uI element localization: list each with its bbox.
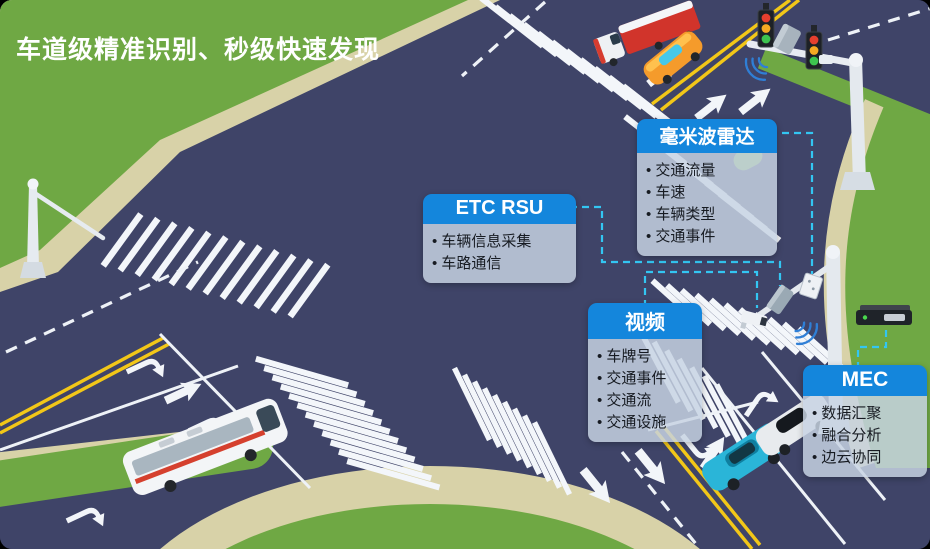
callout-item: 交通设施 (597, 412, 696, 434)
callout-mmwave-radar-list: 交通流量 车速 车辆类型 交通事件 (646, 160, 771, 248)
camera-icon (819, 55, 833, 64)
callout-item: 车速 (646, 182, 771, 204)
crosswalk-south (255, 355, 441, 491)
callout-item: 交通流量 (646, 160, 771, 182)
callout-item: 数据汇聚 (812, 403, 921, 425)
callout-item: 边云协同 (812, 447, 921, 469)
crosswalk-west (100, 212, 331, 319)
connector-mec (856, 330, 888, 369)
left-mast-pole (20, 178, 106, 278)
callout-mec-list: 数据汇聚 融合分析 边云协同 (812, 403, 921, 469)
connector-radar (770, 131, 814, 274)
traffic-light-icon (757, 2, 775, 48)
connector-etc-rsu (570, 205, 782, 286)
sports-car (643, 31, 703, 85)
crosswalks (100, 0, 844, 496)
callout-connectors (570, 131, 888, 369)
crosswalk-north (479, 0, 687, 137)
callout-mmwave-radar: 毫米波雷达 交通流量 车速 车辆类型 交通事件 (637, 119, 777, 256)
callout-etc-rsu-title: ETC RSU (423, 194, 576, 224)
camera-icon (740, 310, 768, 330)
callout-video-title: 视频 (588, 303, 702, 339)
callout-etc-rsu-list: 车辆信息采集 车路通信 (432, 231, 570, 275)
page-title: 车道级精准识别、秒级快速发现 (16, 36, 381, 64)
callout-mec: MEC 数据汇聚 融合分析 边云协同 (803, 365, 927, 477)
traffic-light-gantry (740, 2, 875, 190)
mec-server-icon (856, 305, 912, 325)
callout-item: 融合分析 (812, 425, 921, 447)
junction-box-icon (799, 272, 823, 300)
connector-video (643, 270, 759, 308)
callout-video: 视频 车牌号 交通事件 交通流 交通设施 (588, 303, 702, 442)
crosswalk-southeast (451, 366, 573, 496)
callout-item: 车路通信 (432, 253, 570, 275)
grass-top-left (0, 0, 500, 292)
callout-video-list: 车牌号 交通事件 交通流 交通设施 (597, 346, 696, 434)
callout-item: 车辆类型 (646, 204, 771, 226)
radar-device-icon (773, 23, 801, 55)
callout-item: 交通事件 (597, 368, 696, 390)
callout-mmwave-radar-title: 毫米波雷达 (637, 119, 777, 153)
callout-item: 车牌号 (597, 346, 696, 368)
callout-item: 交通流 (597, 390, 696, 412)
callout-etc-rsu: ETC RSU 车辆信息采集 车路通信 (423, 194, 576, 283)
truck (593, 0, 701, 67)
callout-item: 车辆信息采集 (432, 231, 570, 253)
callout-item: 交通事件 (646, 226, 771, 248)
rsu-device-icon (766, 284, 794, 315)
callout-mec-title: MEC (803, 365, 927, 396)
bus (122, 398, 288, 496)
